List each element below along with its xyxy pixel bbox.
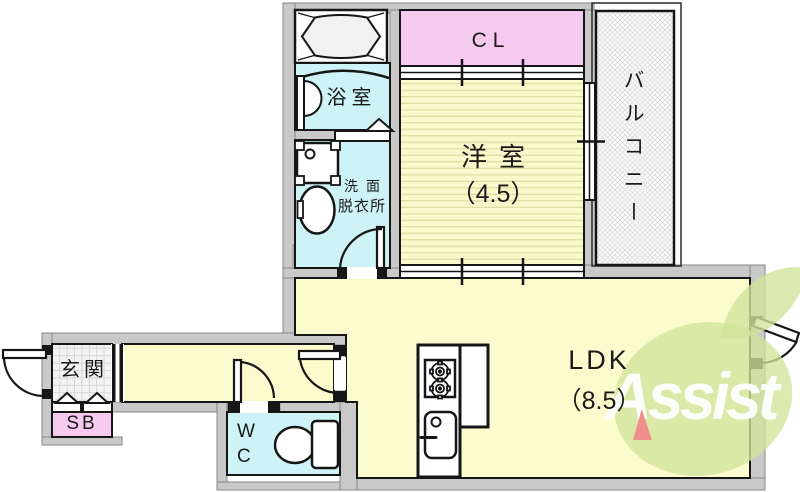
western-room-sliding-door-icon [399, 258, 585, 285]
step-arrow-icon [53, 391, 81, 404]
wall-wc-top [279, 401, 341, 413]
entrance-details [51, 344, 124, 413]
washing-machine-icon [294, 140, 341, 186]
bathroom-folding-door-icon [334, 117, 396, 142]
stove-burner-icon [429, 377, 451, 400]
room-entrance [51, 343, 113, 403]
wall-wing-bottom [41, 436, 123, 446]
wall-wc-right [339, 401, 358, 491]
washroom-door-icon [337, 225, 387, 278]
wall-ldk-top [583, 264, 766, 279]
bathtub-edge-arc [295, 69, 390, 81]
entrance-door-icon [1, 345, 53, 399]
kitchen-counter-icon [416, 343, 490, 479]
wall-wc-left [216, 401, 228, 491]
bathroom-door-icon [296, 75, 323, 131]
toilet-icon [273, 419, 340, 470]
wall-bath-bottom [294, 129, 336, 141]
door-openings [240, 267, 377, 413]
bathtub-icon [297, 12, 385, 61]
room-balcony [594, 9, 676, 267]
kitchen-sink-icon [419, 410, 458, 460]
closet-sliding-door-icon [399, 59, 585, 86]
wall-ldk-right [749, 264, 766, 491]
step-arrow-icon [83, 391, 111, 404]
wall-mid-vertical [389, 9, 401, 279]
wall-ldk-bottom [356, 477, 766, 491]
entrance-step-line [112, 344, 116, 402]
entrance-step-line [119, 344, 123, 402]
sliders-and-windows [334, 59, 605, 285]
wall-hall-bottom [111, 401, 229, 413]
room-western [399, 67, 585, 279]
hallway-ldk-door-icon [297, 345, 346, 402]
balcony-window-icon [577, 82, 605, 201]
fixtures [273, 12, 490, 479]
wc-door-icon [228, 358, 280, 412]
wall-left-upper [282, 2, 296, 335]
room-closet [399, 9, 585, 69]
washbasin-icon [296, 185, 336, 235]
wall-wc-bottom [216, 481, 358, 491]
room-shoebox [51, 411, 113, 438]
room-ldk [294, 277, 751, 479]
